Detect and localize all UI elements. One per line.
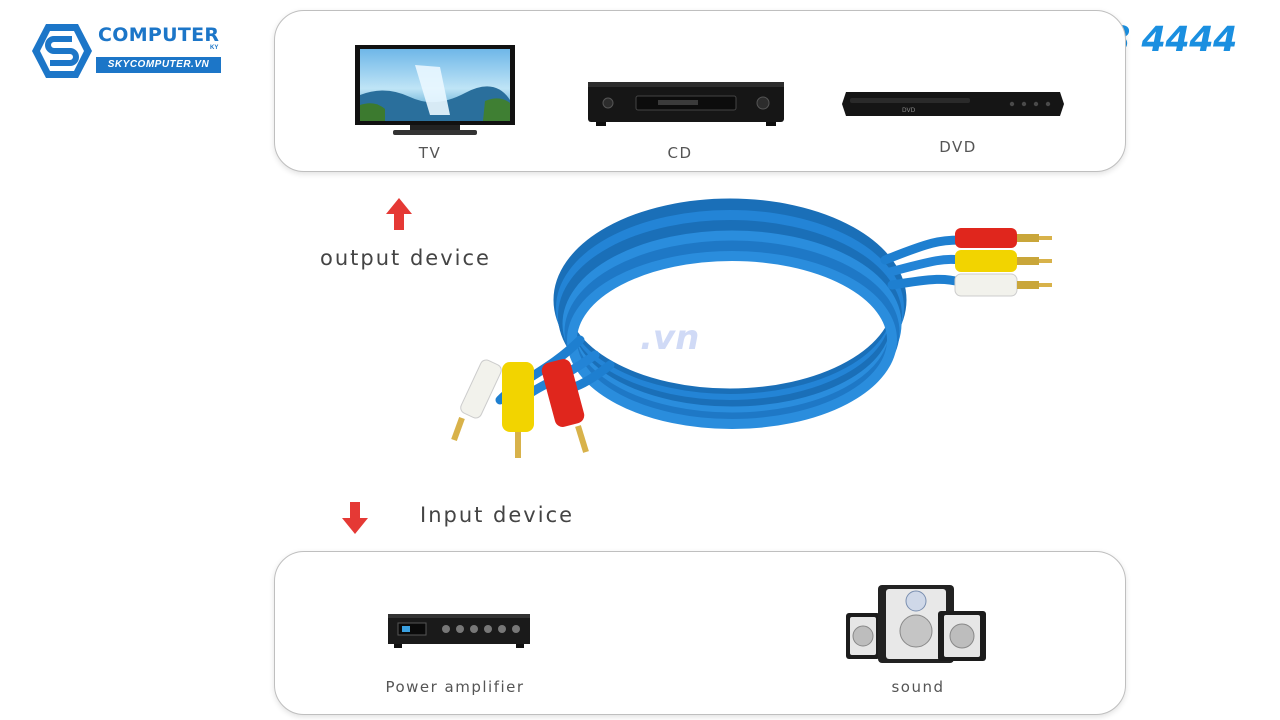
logo-hexagon-icon [32, 24, 92, 78]
brand-name: COMPUTER [98, 24, 220, 46]
watermark-text: .vn [640, 318, 700, 358]
device-label-power-amplifier: Power amplifier [385, 678, 525, 696]
device-label-cd: CD [667, 144, 693, 162]
tv-icon [355, 45, 515, 135]
dvd-player-icon: DVD [842, 92, 1064, 116]
speaker-system-icon [846, 585, 986, 663]
output-device-label: output device [320, 246, 491, 270]
svg-text:DVD: DVD [902, 107, 916, 114]
device-label-dvd: DVD [939, 138, 977, 156]
brand-website[interactable]: SKYCOMPUTER.VN [96, 57, 221, 73]
brand-logo[interactable] [32, 22, 227, 80]
rca-av-cable-icon [451, 198, 1052, 458]
brand-superscript: KY [210, 45, 219, 51]
arrow-down-icon [342, 502, 368, 534]
input-device-label: Input device [420, 503, 575, 527]
device-label-sound: sound [891, 678, 945, 696]
amplifier-icon [388, 614, 530, 648]
arrow-up-icon [386, 198, 412, 230]
cd-player-icon [588, 82, 784, 126]
device-label-tv: TV [418, 144, 442, 162]
